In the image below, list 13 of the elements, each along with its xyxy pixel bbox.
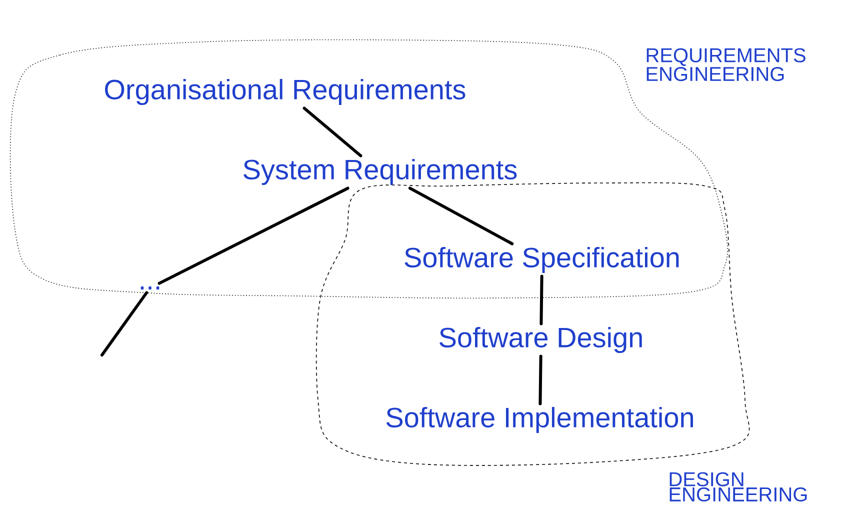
stage-label: Organisational Requirements: [105, 78, 466, 106]
stage-label: Software Design: [440, 326, 642, 354]
connector-line: [538, 354, 542, 406]
connector-line: [158, 186, 350, 285]
connector-line: [408, 186, 514, 246]
stage-label: Software Specification: [404, 246, 679, 274]
connector-line: [540, 274, 544, 326]
stage-label: ...: [140, 286, 160, 290]
node-label: DESIGN ENGINEERING: [670, 472, 807, 502]
stage-label: Software Implementation: [386, 406, 693, 434]
connector-line: [302, 106, 362, 158]
connector-line: [100, 291, 148, 356]
stage-label: System Requirements: [244, 158, 517, 186]
